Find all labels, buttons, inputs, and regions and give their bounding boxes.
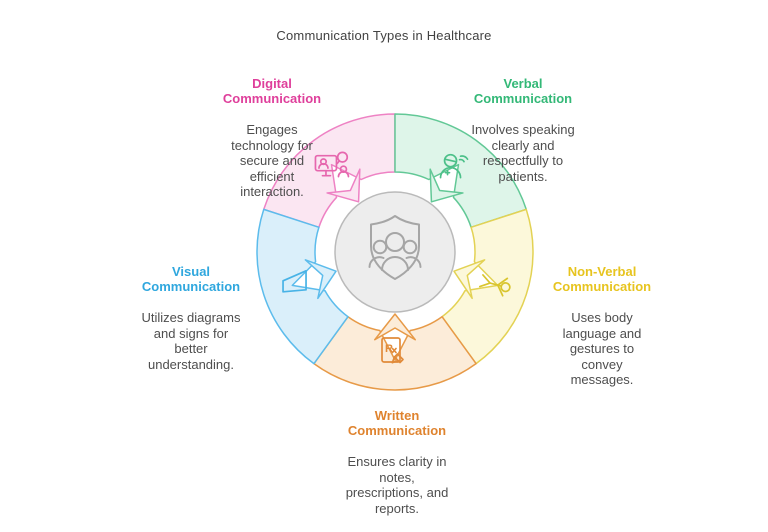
segment-description-visual: Utilizes diagrams and signs for better u… [141, 310, 241, 372]
segment-description-digital: Engages technology for secure and effici… [231, 122, 313, 199]
svg-text:R: R [385, 343, 393, 355]
page-title: Communication Types in Healthcare [276, 28, 492, 43]
label-written: Written Communication Ensures clarity in… [308, 392, 486, 532]
segment-heading-verbal: Verbal Communication [473, 75, 573, 107]
segment-visual [256, 208, 349, 365]
segment-heading-nonverbal: Non-Verbal Communication [552, 263, 652, 295]
segment-description-verbal: Involves speaking clearly and respectful… [471, 122, 575, 184]
shield-people-icon [368, 215, 422, 280]
label-verbal: Verbal Communication Involves speaking c… [443, 60, 603, 200]
diagram-icon [282, 269, 307, 293]
communication-wheel: R [256, 113, 534, 391]
video-call-icon [314, 151, 350, 178]
segment-heading-written: Written Communication [347, 407, 447, 439]
segment-description-written: Ensures clarity in notes, prescriptions,… [345, 454, 449, 516]
segment-heading-visual: Visual Communication [141, 263, 241, 295]
label-nonverbal: Non-Verbal Communication Uses body langu… [527, 248, 677, 403]
gesture-icon [478, 274, 511, 297]
segment-heading-digital: Digital Communication [222, 75, 322, 107]
speaking-person-icon [439, 153, 469, 179]
label-digital: Digital Communication Engages technology… [190, 60, 354, 215]
segment-description-nonverbal: Uses body language and gestures to conve… [562, 310, 642, 387]
segment-digital [263, 113, 396, 229]
label-visual: Visual Communication Utilizes diagrams a… [113, 248, 269, 388]
prescription-icon: R [381, 337, 404, 364]
center-hub [334, 191, 456, 313]
